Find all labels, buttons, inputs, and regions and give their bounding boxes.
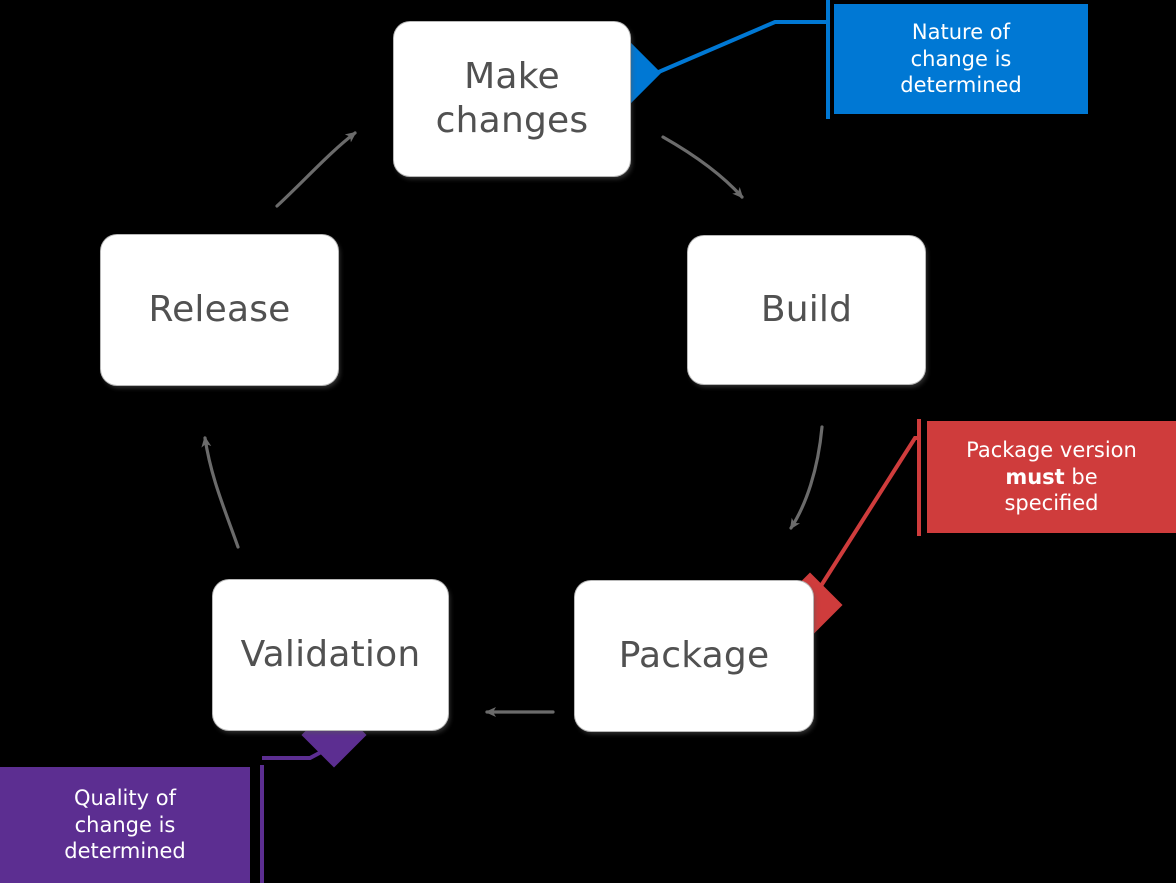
node-build[interactable]: Build [688,236,925,384]
node-label-package: Package [618,635,770,677]
callout-quality-of-change[interactable]: Quality of change is determined [0,767,250,883]
node-package[interactable]: Package [575,581,813,731]
callout-nature-of-change[interactable]: Nature of change is determined [834,4,1088,114]
node-label-validation: Validation [240,634,421,676]
node-label-make-changes: Make changes [435,56,589,141]
node-label-release: Release [148,289,291,331]
callout-text-nature-of-change: Nature of change is determined [900,19,1022,98]
callout-text-package-version: Package version must be specified [966,437,1137,516]
node-make-changes[interactable]: Make changes [394,22,630,176]
callout-leader-nature-of-change [639,20,828,82]
flow-arrow-release-to-make-changes [275,131,357,208]
callout-text-quality-of-change: Quality of change is determined [64,785,186,864]
node-release[interactable]: Release [101,235,338,385]
connector-bar-red [917,419,921,536]
node-label-build: Build [760,289,853,331]
node-validation[interactable]: Validation [213,580,448,730]
callout-leader-package-version [810,436,919,602]
callout-package-version[interactable]: Package version must be specified [927,421,1176,533]
connector-bar-purple [260,765,264,883]
callout-leader-quality-of-change [262,740,341,760]
flow-arrow-build-to-package [789,425,824,530]
flow-arrow-make-changes-to-build [661,135,744,199]
connector-bar-blue [826,0,830,119]
flow-arrow-validation-to-release [201,436,240,549]
